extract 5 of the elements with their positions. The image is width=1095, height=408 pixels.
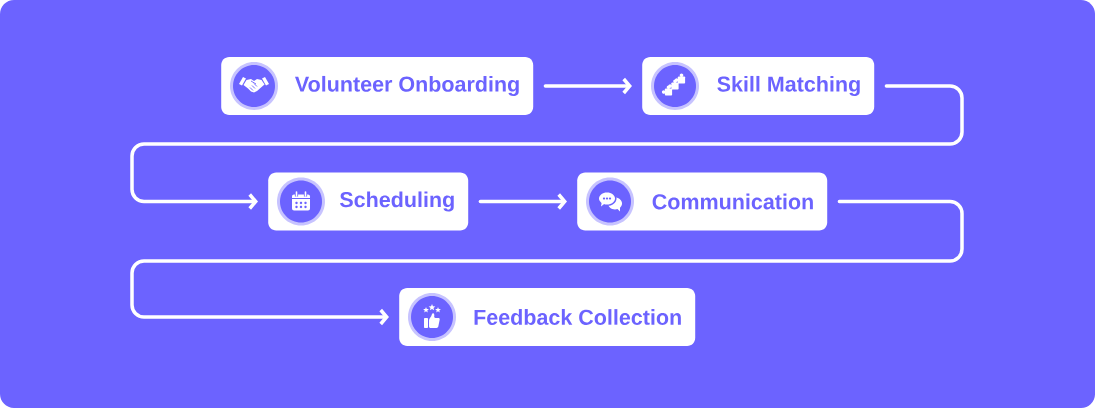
arrow <box>478 193 567 210</box>
arrow <box>130 84 964 210</box>
arrow <box>543 77 632 95</box>
process-box: Volunteer Onboarding <box>221 57 534 115</box>
arrow <box>130 199 964 326</box>
